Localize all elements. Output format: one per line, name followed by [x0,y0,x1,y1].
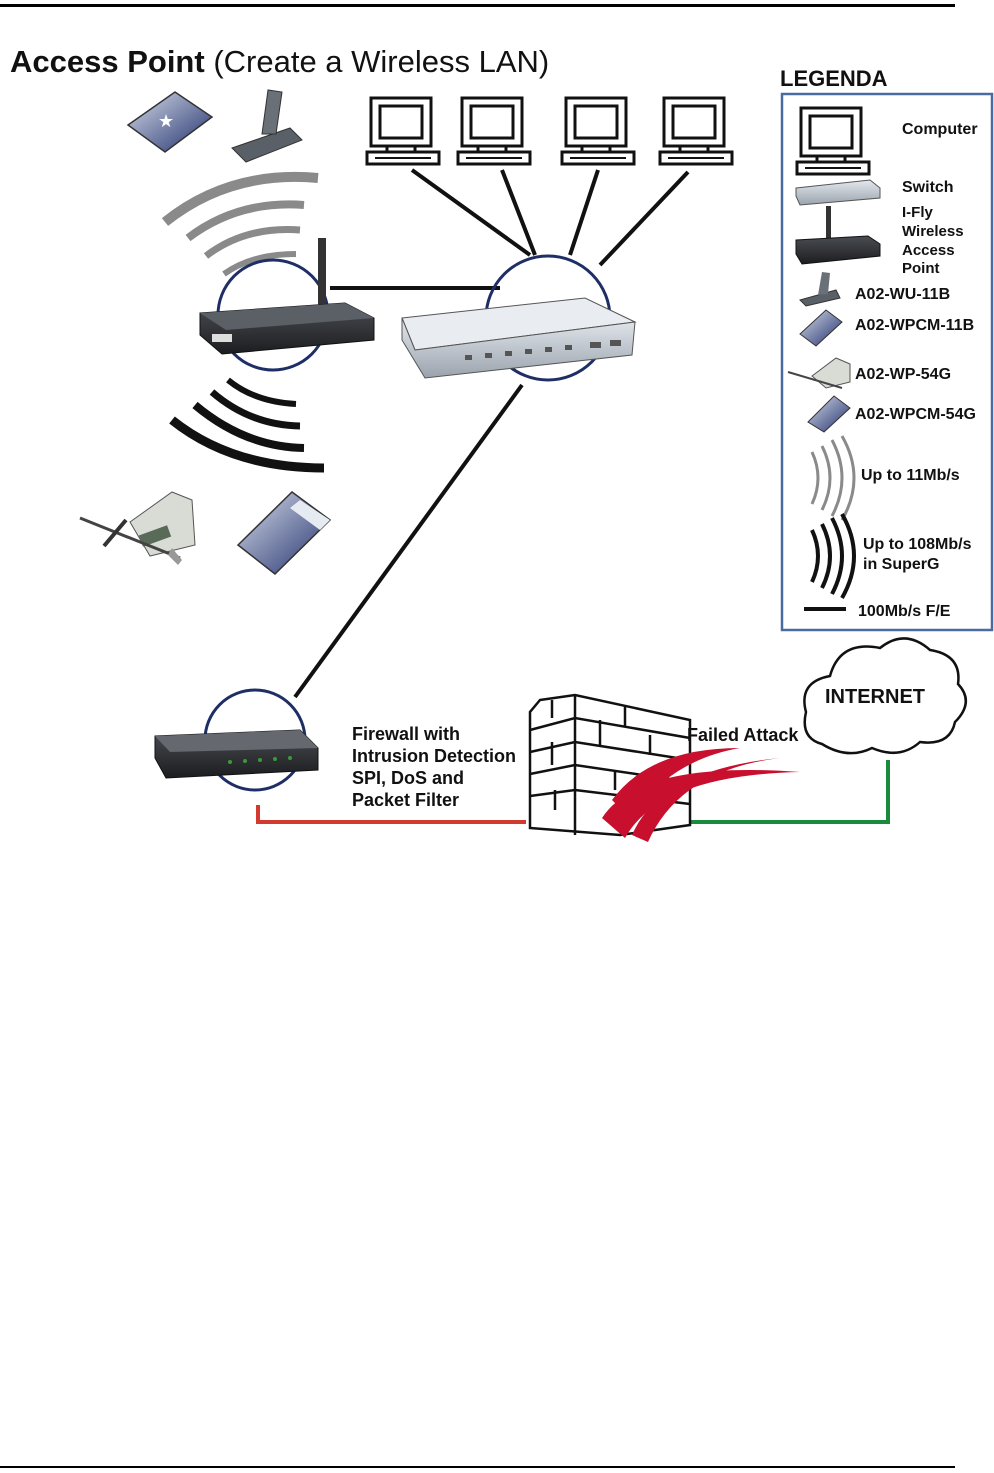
switch [401,297,637,379]
thick-wave-icon [169,377,325,473]
thin-wave-icon [161,171,319,277]
legend-wpcm-11b: A02-WPCM-11B [799,309,974,347]
firewall-line-3: SPI, DoS and [352,768,464,788]
legend-heading: LEGENDA [780,66,888,91]
legend-box: Computer Switch I-Fly Wireless Access Po… [780,92,994,632]
legend-label-switch: Switch [902,179,954,196]
page-title: Access Point (Create a Wireless LAN) [10,46,549,77]
computers [365,96,734,166]
pci-card [79,491,196,565]
page-title-bold: Access Point [10,44,205,79]
computer-icon [658,96,734,166]
legend-thick-wave: Up to 108Mb/s in SuperG [810,513,972,599]
legend-label-wp-54g: A02-WP-54G [855,366,951,383]
thin-wave-icon [810,451,820,505]
firewall-line-2: Intrusion Detection [352,746,516,766]
legend-label-wpcm-11b: A02-WPCM-11B [855,317,974,334]
legend-label-ap-2: Wireless [902,223,964,240]
usb-adapter [231,89,303,163]
legend-label-ap-1: I-Fly [902,204,933,221]
legend-label-108mb-2: in SuperG [863,556,939,573]
legend-label-11mb: Up to 11Mb/s [861,467,960,484]
legend-label-ap-4: Point [902,260,940,277]
computer-icon [365,96,441,166]
red-link [256,805,526,824]
legend-wpcm-54g: A02-WPCM-54G [807,395,976,433]
legend-label-fe: 100Mb/s F/E [858,603,951,620]
computer-icon [560,96,636,166]
green-link [686,760,890,824]
legend-computer: Computer [795,106,978,176]
router [154,729,319,779]
access-point [199,238,375,355]
internet-label: INTERNET [825,686,925,708]
firewall-line-1: Firewall with [352,724,460,744]
legend-switch: Switch [795,179,954,206]
thick-wave-icon [810,529,820,583]
firewall-line-4: Packet Filter [352,790,459,810]
computer-icon [456,96,532,166]
legend-access-point: I-Fly Wireless Access Point [795,204,964,277]
switch-icon [795,179,881,206]
legend-usb: A02-WU-11B [799,272,950,307]
bottom-rule [0,1466,955,1468]
legend-line: 100Mb/s F/E [804,603,951,620]
computer-icon [795,106,871,176]
legend-label-computer: Computer [902,121,978,138]
failed-attack-streaks [602,748,800,842]
internet-cloud [803,637,967,755]
pcmcia-card-icon [799,309,843,347]
firewall-text: Firewall with Intrusion Detection SPI, D… [352,724,516,810]
pcmcia-card-11b: ★ [126,91,214,153]
page-title-rest: (Create a Wireless LAN) [204,44,550,79]
legend-label-wpcm-54g: A02-WPCM-54G [855,406,976,423]
legend-thin-wave: Up to 11Mb/s [810,435,960,521]
legend-wp-54g: A02-WP-54G [787,357,951,389]
pcmcia-card-54g [236,491,332,575]
top-rule [0,4,955,7]
legend-label-ap-3: Access [902,242,955,259]
failed-attack-label: Failed Attack [687,725,799,745]
pci-card-icon [811,357,851,389]
pcmcia-card-icon [807,395,851,433]
access-point-icon [795,235,881,265]
star-icon: ★ [158,111,174,131]
legend-label-usb: A02-WU-11B [855,286,950,303]
legend-label-108mb-1: Up to 108Mb/s [863,536,972,553]
computer-cables [293,168,690,699]
